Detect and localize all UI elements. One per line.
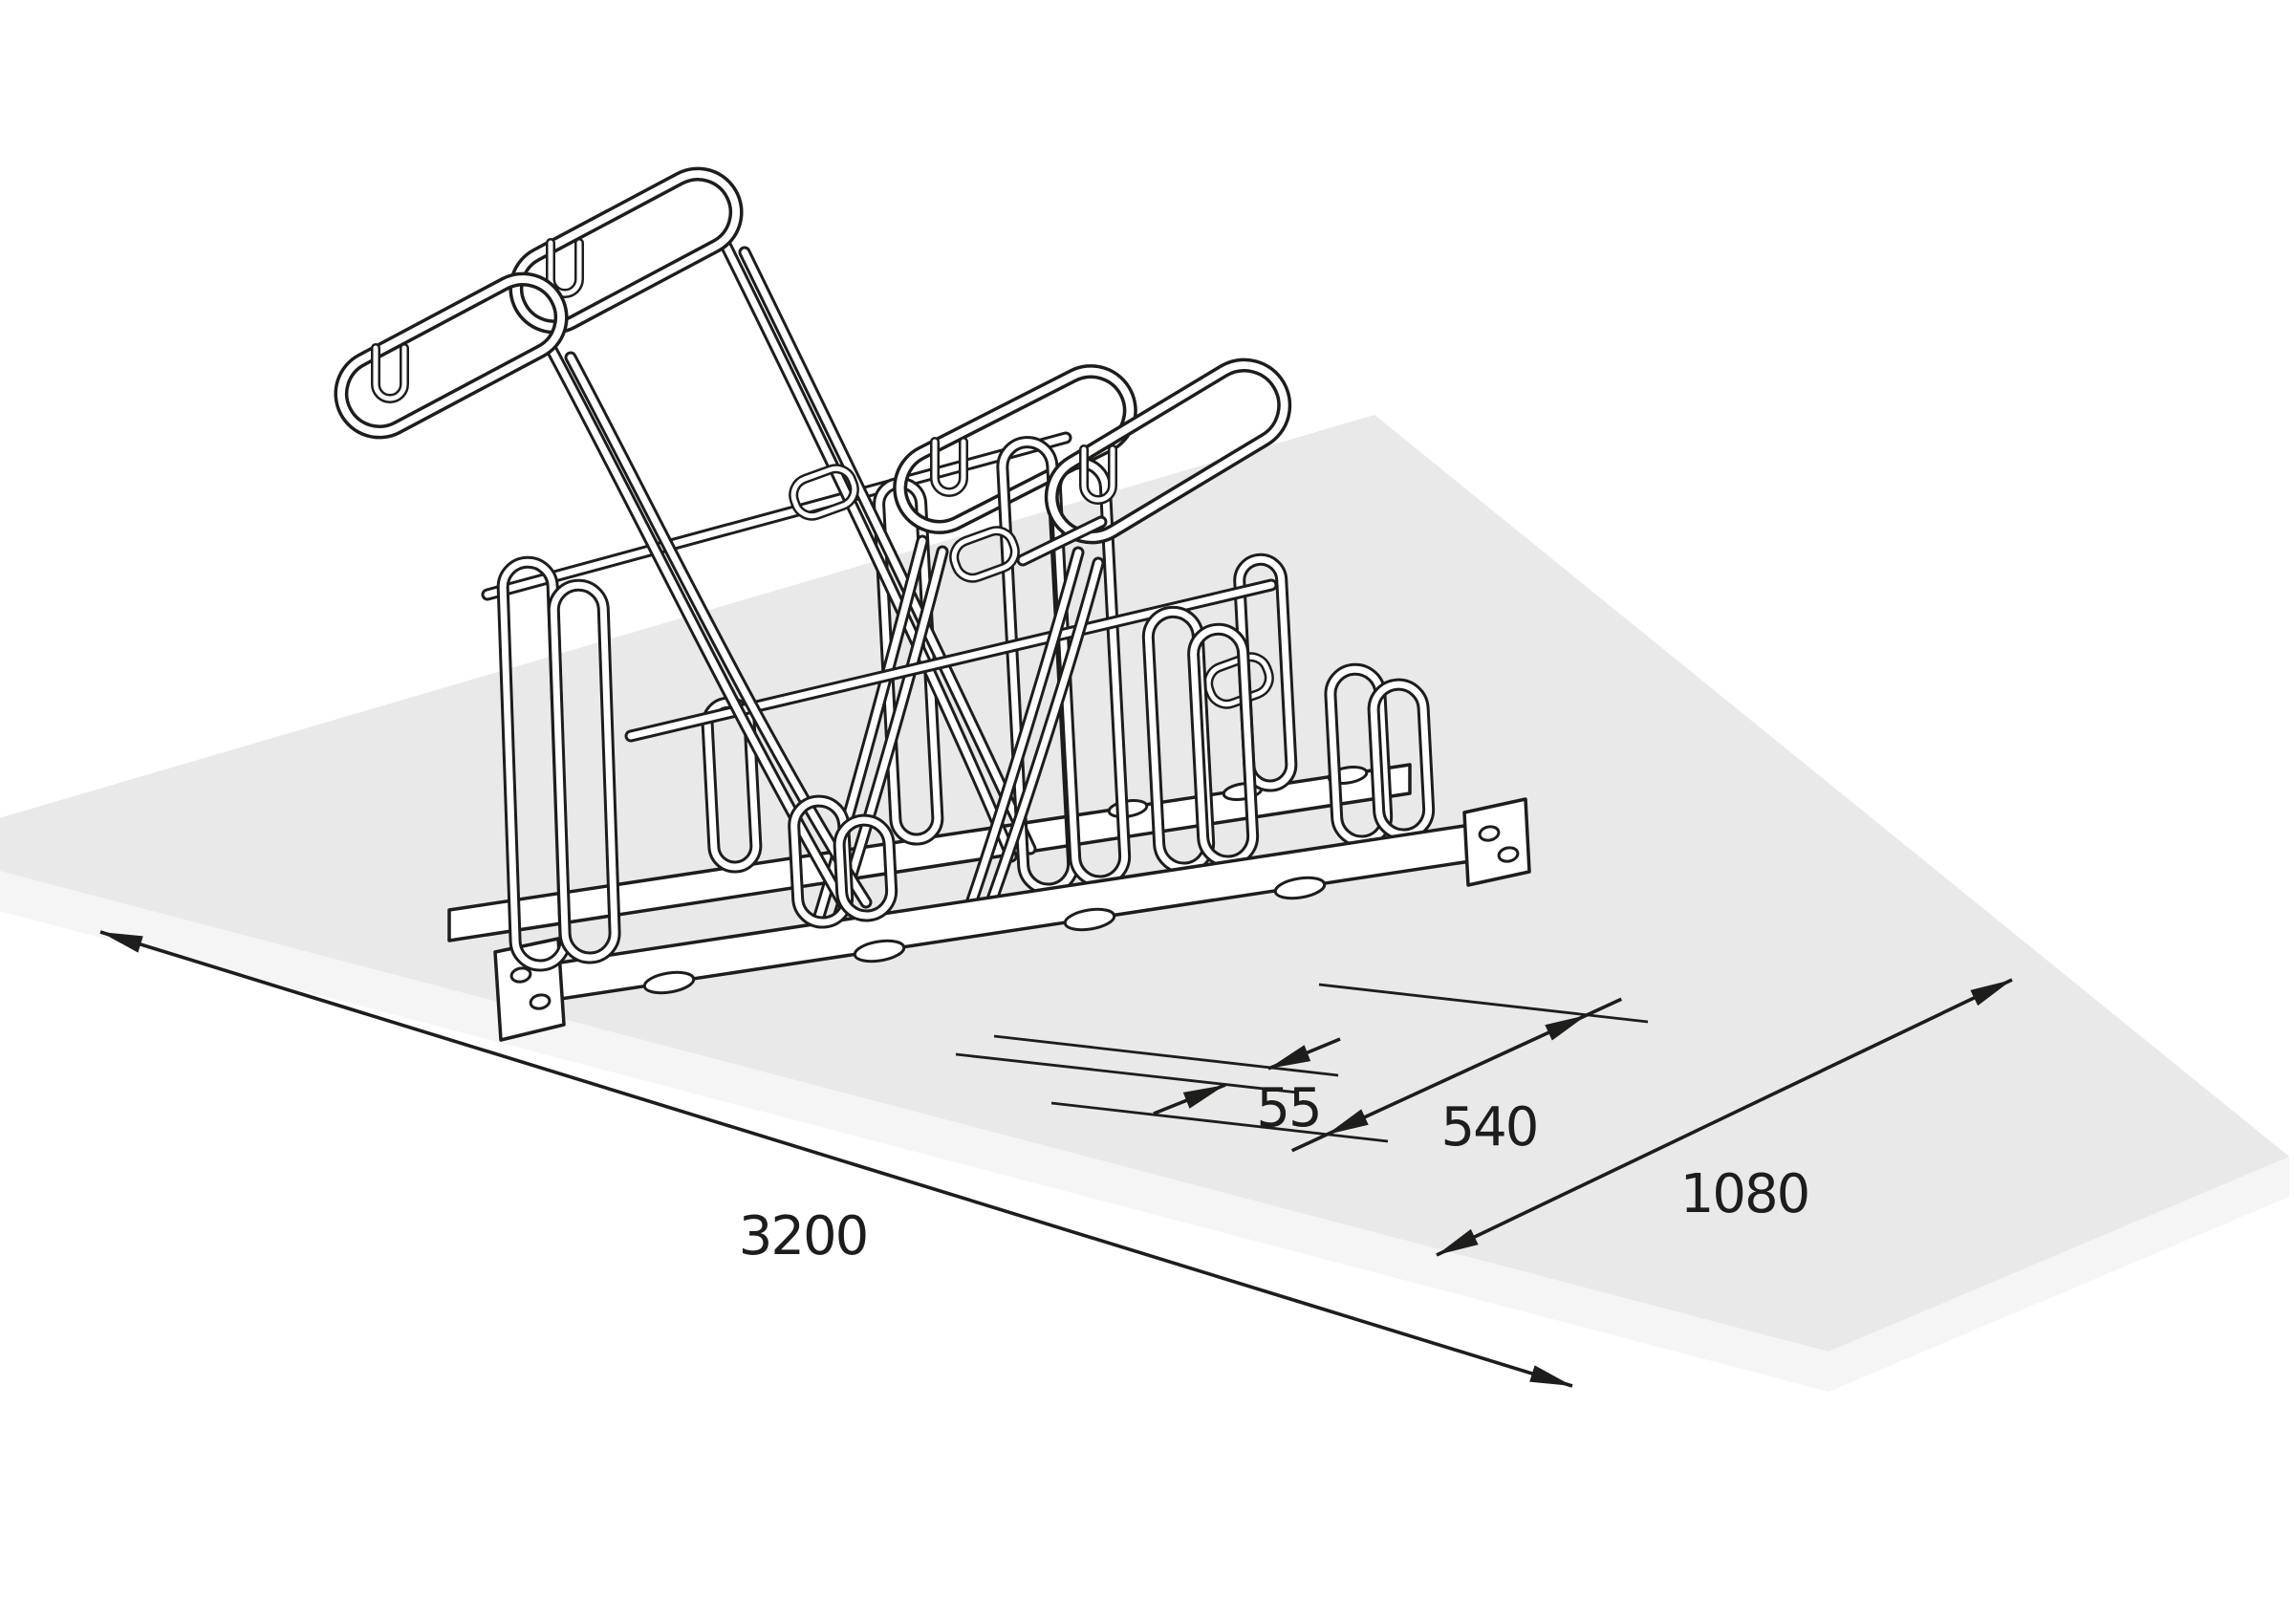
bow-stem [543, 339, 873, 917]
dimension-label-1080: 1080 [1680, 1163, 1809, 1225]
bow-head [1044, 357, 1292, 545]
bolt [509, 966, 532, 984]
cross-stub [1016, 515, 1108, 567]
dimension-label-3200: 3200 [739, 1205, 868, 1267]
base-rail-front [493, 797, 1531, 1042]
anchor-pad [642, 970, 696, 995]
anchor-pad [1063, 907, 1116, 932]
dimension-witness-line [1050, 1101, 1389, 1143]
dimension-1080: 1080 [1436, 978, 2013, 1257]
lock-hook [789, 464, 859, 521]
arrowhead-icon [1327, 1109, 1369, 1135]
dimension-540: 540 [1050, 983, 1649, 1158]
bolt [1497, 846, 1520, 863]
bow-head [509, 166, 744, 335]
arrowhead-icon [1182, 1085, 1225, 1109]
arrowhead-icon [1529, 1365, 1572, 1386]
lock-hook [1079, 444, 1117, 505]
bow-head [334, 271, 569, 440]
frame-holder-bow-d [964, 357, 1292, 917]
dimension-55: 55 [955, 1034, 1341, 1139]
dimension-witness-line [955, 1052, 1299, 1094]
arrowhead-icon [1545, 1015, 1587, 1041]
base-end-plate-right [1462, 797, 1531, 887]
dimension-line [1436, 978, 2013, 1257]
bow-stem [964, 546, 1105, 917]
bow-stem [717, 234, 1037, 863]
dimension-label-55: 55 [1256, 1077, 1320, 1139]
bow-head [893, 364, 1137, 534]
arrowhead-icon [1437, 1228, 1479, 1255]
frame-holder-bow-a [334, 271, 873, 917]
bike-rack [334, 166, 1531, 1042]
anchor-pad [1273, 876, 1327, 900]
anchor-pad [853, 939, 906, 964]
arrowhead-icon [1268, 1045, 1311, 1069]
wheel-hoop [833, 813, 898, 922]
tie-rail-rear [481, 431, 1072, 601]
frame-holder-bow-b [509, 166, 1037, 863]
dimension-3200: 3200 [99, 930, 1573, 1388]
dimension-line [99, 930, 1573, 1388]
dimension-witness-line [993, 1034, 1339, 1077]
arrowhead-icon [1970, 980, 2012, 1007]
lock-hook [371, 343, 409, 403]
dimension-witness-line [1318, 983, 1649, 1024]
bolt [1478, 825, 1501, 842]
arrowhead-icon [100, 932, 143, 953]
base-rail-rear [447, 763, 1412, 942]
lock-hook [930, 437, 968, 497]
lock-hook [949, 526, 1020, 583]
dimension-label-540: 540 [1441, 1096, 1538, 1158]
wheel-hoop [547, 578, 621, 964]
bolt [529, 993, 552, 1010]
